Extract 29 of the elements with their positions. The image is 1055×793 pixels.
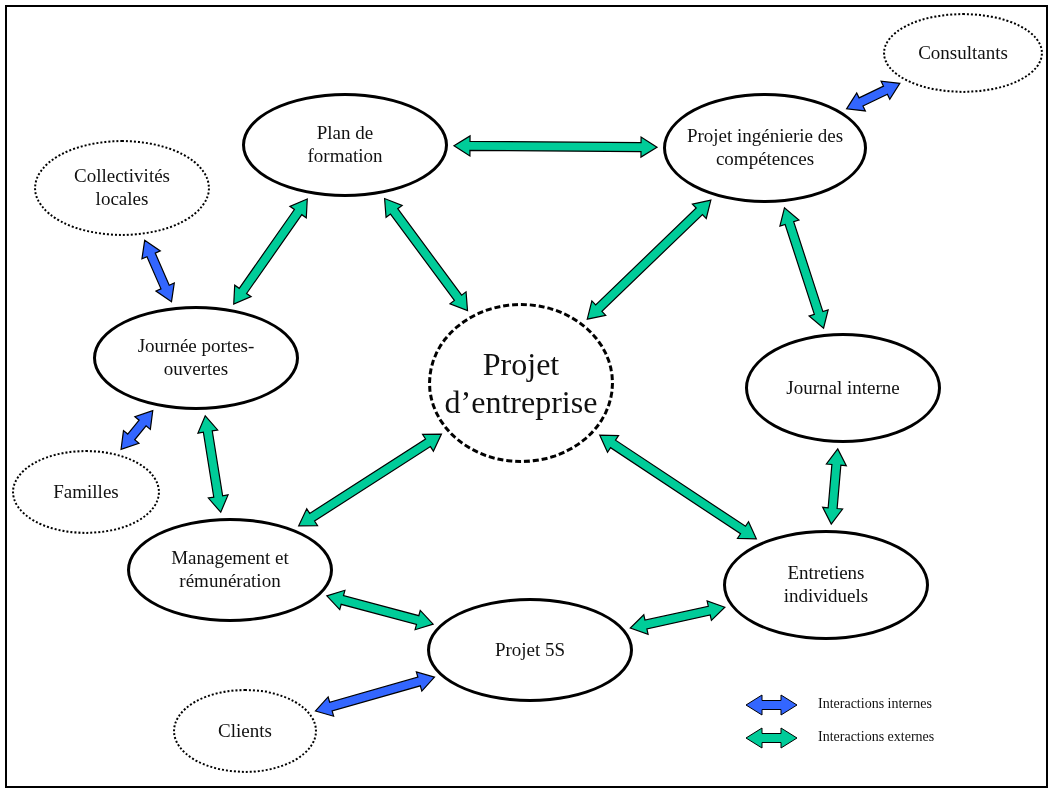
- double-block-arrow: [586, 199, 712, 320]
- legend-label: Interactions externes: [818, 729, 935, 745]
- node-label: Management et rémunération: [170, 547, 290, 593]
- node-label: Familles: [53, 480, 119, 504]
- double-block-arrow: [233, 198, 308, 305]
- node-label: Projet d’entreprise: [443, 344, 599, 422]
- double-block-arrow: [629, 599, 726, 636]
- node-label: Clients: [218, 719, 272, 743]
- double-block-arrow: [196, 414, 230, 514]
- node-label: Consultants: [918, 41, 1008, 65]
- double-block-arrow: [598, 434, 758, 540]
- double-block-arrow: [821, 447, 848, 526]
- double-block-arrow: [297, 433, 443, 527]
- node-label: Projet 5S: [494, 638, 566, 662]
- double-block-arrow: [779, 206, 829, 330]
- node-label: Plan de formation: [306, 122, 384, 168]
- node-label: Journée portes-ouvertes: [136, 335, 256, 381]
- node-label: Collectivités locales: [72, 165, 171, 211]
- double-block-arrow: [314, 671, 436, 718]
- node-label: Projet ingénierie des compétences: [685, 125, 845, 171]
- legend-label: Interactions internes: [818, 696, 932, 712]
- double-block-arrow: [383, 197, 469, 312]
- double-block-arrow: [452, 134, 659, 159]
- double-block-arrow: [120, 409, 154, 451]
- double-block-arrow: [325, 589, 435, 631]
- node-label: Entretiens individuels: [782, 562, 870, 608]
- node-label: Journal interne: [786, 376, 900, 400]
- double-block-arrow: [141, 239, 176, 303]
- double-block-arrow: [845, 80, 901, 112]
